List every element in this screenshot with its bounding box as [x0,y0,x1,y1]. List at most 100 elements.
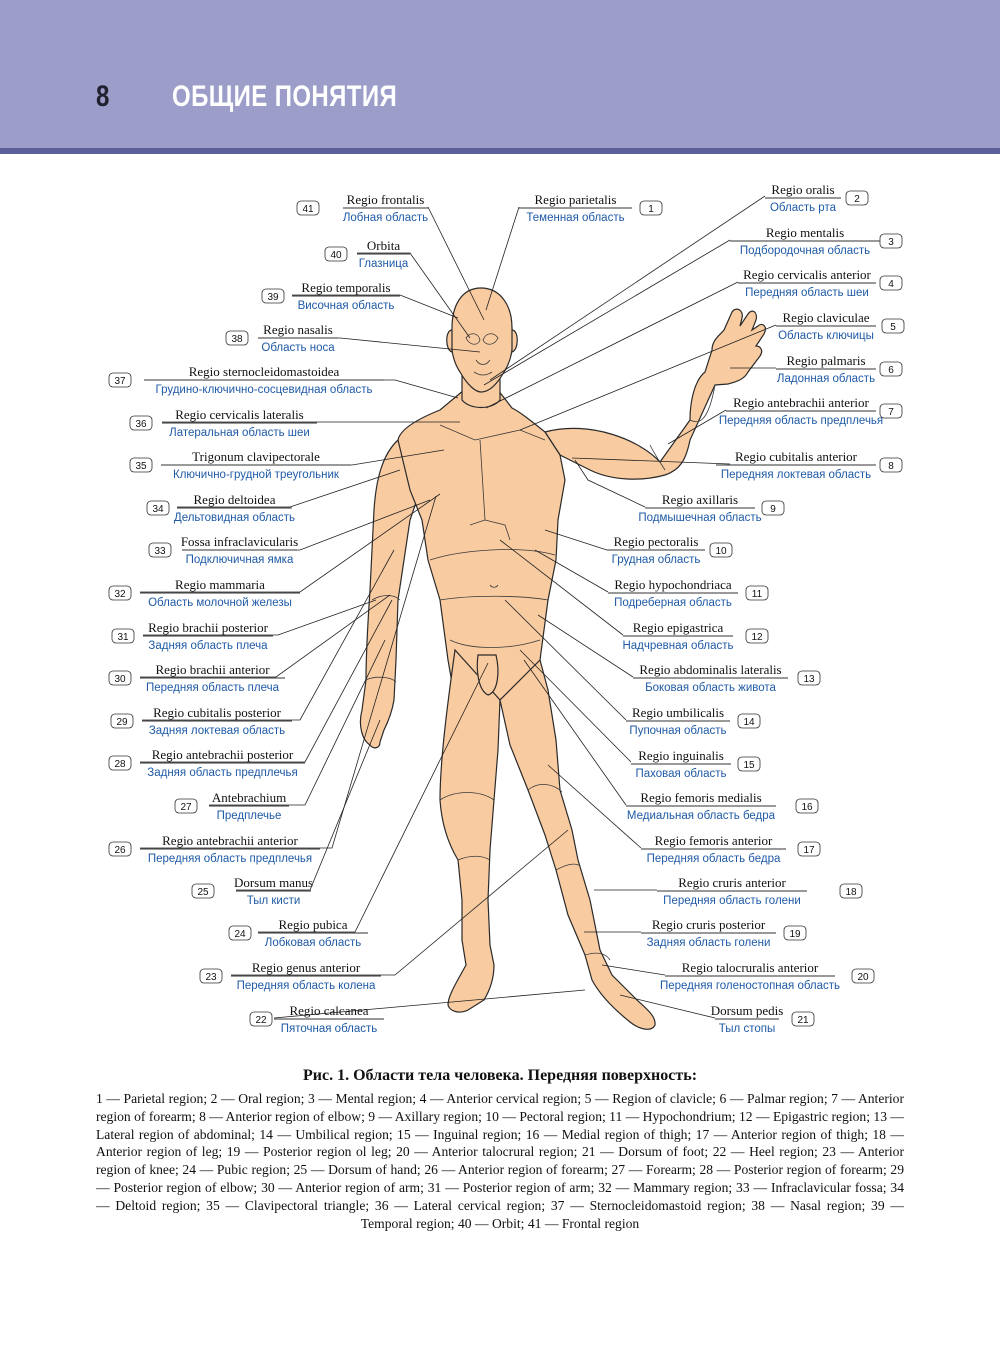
region-russian-name: Задняя локтевая область [149,725,285,737]
figure-caption-text: 1 — Parietal region; 2 — Oral region; 3 … [96,1091,904,1231]
region-russian-name: Боковая область живота [645,682,776,694]
region-russian-name: Подмышечная область [638,512,761,524]
region-latin-name: Regio sternocleidomastoidea [189,364,340,379]
region-number: 19 [789,929,801,940]
region-number: 28 [114,759,126,770]
region-number-box [324,246,348,262]
region-number: 38 [231,334,243,345]
region-number-box [745,585,769,601]
page-number: 8 [96,80,110,113]
region-number: 25 [197,887,209,898]
region-number-box [148,542,172,558]
region-number-box [851,968,875,984]
region-russian-name: Задняя область предплечья [147,767,297,779]
region-number: 30 [114,674,126,685]
region-latin-name: Regio calcanea [289,1003,368,1018]
region-latin-name: Regio cubitalis posterior [153,705,281,720]
region-number-box [709,542,733,558]
region-number: 10 [715,546,727,557]
region-number: 35 [135,461,147,472]
region-number-box [174,798,198,814]
region-number: 26 [114,845,126,856]
region-russian-name: Грудная область [612,554,701,566]
region-russian-name: Грудино-ключично-сосцевидная область [155,384,372,396]
region-number: 32 [114,589,126,600]
region-russian-name: Область ключицы [778,330,874,342]
region-number-box [879,457,903,473]
region-number: 11 [752,589,763,600]
region-latin-name: Regio temporalis [301,280,390,295]
region-number-box [110,713,134,729]
region-number-box [249,1011,273,1027]
region-number-box [879,275,903,291]
region-number: 3 [888,237,894,248]
region-russian-name: Область молочной железы [148,597,292,609]
region-number-box [228,925,252,941]
region-latin-name: Regio abdominalis lateralis [639,662,781,677]
region-number: 7 [888,407,894,418]
region-russian-name: Тыл кисти [247,895,301,907]
region-latin-name: Regio cruris anterior [678,875,786,890]
region-number-box [108,372,132,388]
region-russian-name: Предплечье [217,810,282,822]
region-latin-name: Regio claviculae [783,310,870,325]
region-number-box [108,585,132,601]
region-latin-name: Trigonum clavipectorale [192,449,320,464]
region-label-37: Regio sternocleidomastoideaГрудино-ключи… [108,364,384,396]
region-number-box [879,233,903,249]
region-number-box [761,500,785,516]
region-number-box [108,670,132,686]
region-number-box [111,628,135,644]
region-number: 37 [114,376,126,387]
region-latin-name: Regio cervicalis anterior [743,267,871,282]
region-latin-name: Regio femoris anterior [655,833,773,848]
region-latin-name: Regio axillaris [662,492,738,507]
region-latin-name: Regio talocruralis anterior [682,960,819,975]
region-latin-name: Regio mammaria [175,577,265,592]
region-latin-name: Regio palmaris [786,353,865,368]
region-number-box [296,200,320,216]
region-russian-name: Пяточная область [281,1023,378,1035]
region-russian-name: Надчревная область [622,640,733,652]
region-latin-name: Regio mentalis [766,225,844,240]
region-russian-name: Передняя локтевая область [721,469,871,481]
region-russian-name: Подключичная ямка [186,554,294,566]
region-number-box [737,713,761,729]
region-russian-name: Лобковая область [265,937,361,949]
region-latin-name: Regio cubitalis anterior [735,449,858,464]
region-number: 15 [743,760,755,771]
region-russian-name: Паховая область [635,768,726,780]
region-russian-name: Ладонная область [777,373,875,385]
region-number-box [797,841,821,857]
header-rule [0,148,1000,154]
region-russian-name: Подбородочная область [740,245,870,257]
region-latin-name: Regio epigastrica [633,620,724,635]
region-number-box [737,756,761,772]
region-number-box [261,288,285,304]
region-russian-name: Глазница [359,258,409,270]
region-number-box [146,500,170,516]
